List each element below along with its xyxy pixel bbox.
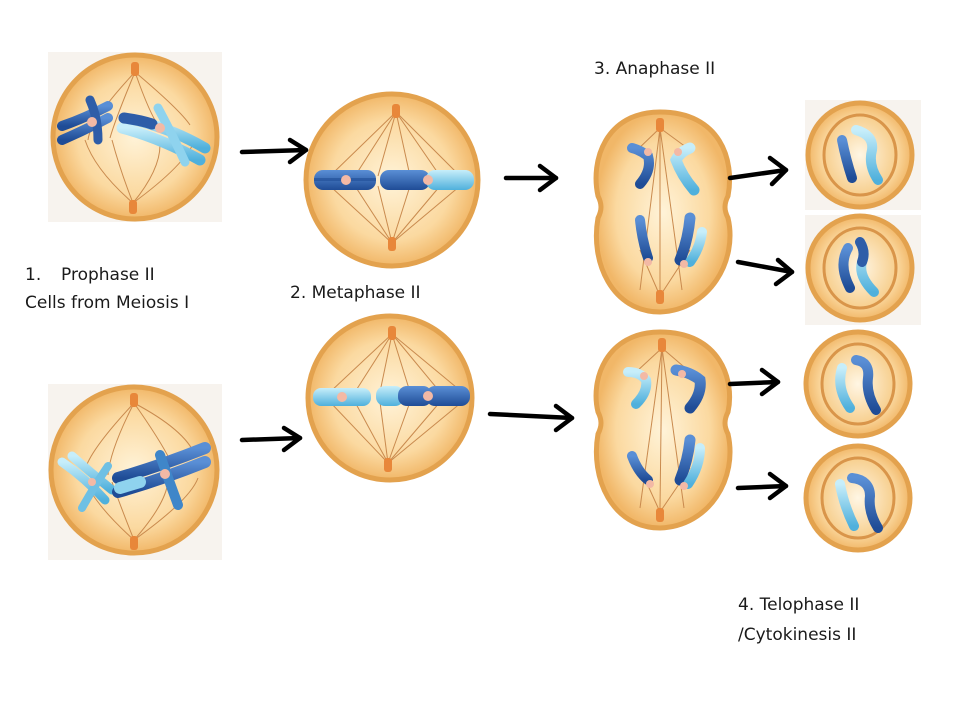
- centrosome: [392, 104, 400, 118]
- telophase-label-line1: 4. Telophase II: [738, 595, 860, 615]
- telophase-cell-4: [803, 443, 913, 553]
- cell-membrane: [593, 109, 733, 315]
- centrosome: [131, 62, 139, 76]
- chromosome-dark-mixed: [112, 442, 211, 510]
- metaphase-cell-bottom: [305, 313, 475, 483]
- chromosome-dark: [847, 473, 883, 533]
- spindle-fibers: [329, 333, 463, 464]
- chromosome-dark: [314, 170, 376, 190]
- arrows: [239, 137, 795, 501]
- chromosome-dark: [851, 355, 881, 415]
- anaphase-cell-bottom: [593, 329, 733, 531]
- arrow-metaphase-to-anaphase-bottom: [487, 403, 575, 433]
- centrosome: [656, 118, 664, 132]
- arrow-prophase-to-metaphase-bottom: [239, 425, 303, 453]
- prophase-label-number: 1.: [25, 265, 42, 285]
- chromatids-upper: [627, 142, 700, 196]
- centrosome: [658, 338, 666, 352]
- arrow-anaphase-to-telophase-3: [727, 367, 781, 397]
- centrosome: [384, 458, 392, 472]
- chromatids-lower: [627, 434, 705, 490]
- prophase-cell-bottom: [48, 384, 222, 560]
- spindle-fibers: [329, 111, 461, 244]
- telophase-cell-1: [805, 100, 921, 210]
- cells-from-meiosis-label: Cells from Meiosis I: [25, 293, 190, 313]
- centrosome: [130, 393, 138, 407]
- arrow-anaphase-to-telophase-4: [735, 471, 789, 501]
- chromosome-mixed: [376, 386, 470, 406]
- chromosome-light: [851, 125, 883, 185]
- centrosome: [388, 237, 396, 251]
- chromosome-band: [855, 237, 869, 267]
- metaphase-label: 2. Metaphase II: [290, 283, 421, 303]
- telophase-label-line2: /Cytokinesis II: [738, 625, 857, 645]
- chromosome-light: [835, 363, 855, 413]
- telophase-cell-2: [805, 213, 921, 325]
- anaphase-label: 3. Anaphase II: [594, 59, 716, 79]
- chromosome-dark: [57, 95, 113, 145]
- chromatids-upper: [623, 364, 706, 414]
- cell-membrane: [593, 329, 733, 531]
- arrow-prophase-to-metaphase-top: [239, 137, 309, 165]
- arrow-metaphase-to-anaphase-top: [503, 163, 559, 193]
- prophase-label: 1. Prophase II: [25, 264, 155, 286]
- arrow-anaphase-to-telophase-2: [735, 257, 795, 287]
- centrosome: [656, 290, 664, 304]
- chromosome-mixed: [116, 103, 211, 167]
- prophase-label-name: Prophase II: [61, 265, 155, 285]
- chromosome-dark: [838, 243, 855, 293]
- centrosome: [129, 200, 137, 214]
- prophase-cell-top: [48, 52, 222, 222]
- anaphase-cell-top: [593, 109, 733, 315]
- centrosome: [388, 326, 396, 340]
- chromatids-lower: [635, 212, 707, 268]
- metaphase-cell-top: [303, 91, 481, 269]
- chromosome-light: [313, 388, 371, 406]
- chromosome-light: [835, 479, 859, 531]
- chromosome-dark: [837, 135, 857, 183]
- centrosome: [656, 508, 664, 522]
- telophase-cell-3: [803, 329, 913, 439]
- centrosome: [130, 536, 138, 550]
- chromosome-mixed: [380, 170, 474, 190]
- chromosome-light: [57, 451, 117, 512]
- arrow-anaphase-to-telophase-1: [727, 155, 789, 187]
